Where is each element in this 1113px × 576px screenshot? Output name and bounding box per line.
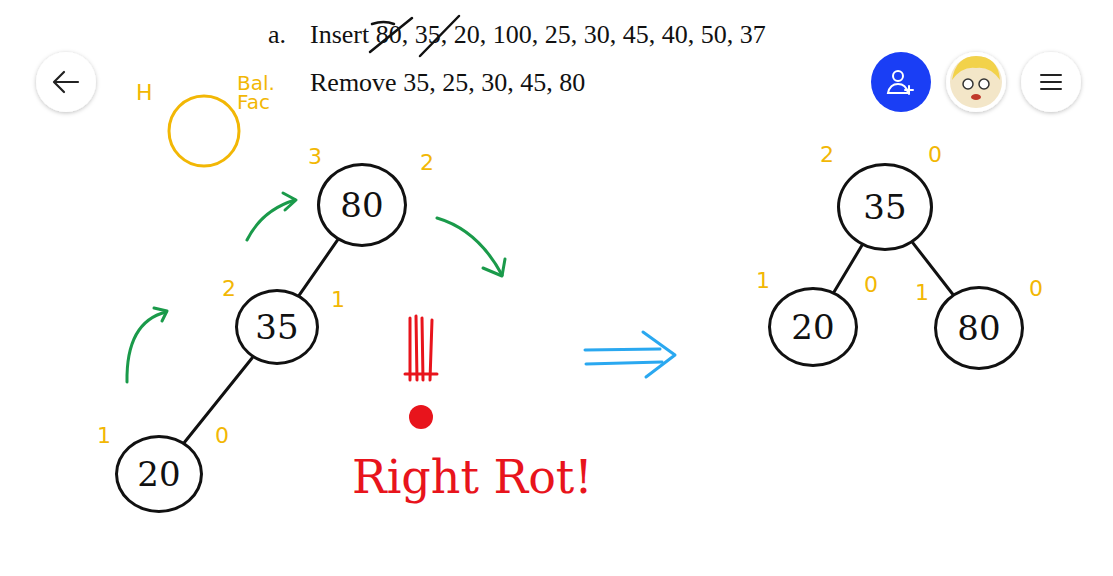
back-icon [54, 72, 78, 92]
node-value: 35 [863, 187, 906, 227]
avatar-mouth [971, 94, 981, 100]
tree-node: 80 [317, 163, 407, 247]
balance-number: 0 [215, 423, 229, 448]
share-icon [888, 84, 908, 93]
balance-number: 0 [1029, 276, 1043, 301]
balance-number: 1 [97, 423, 111, 448]
avatar-eye [963, 79, 973, 89]
exclamation-mark [430, 320, 432, 380]
balance-number: 0 [864, 272, 878, 297]
arrow-head [154, 308, 167, 321]
legend-circle [169, 96, 239, 166]
balance-number: 1 [331, 287, 345, 312]
avatar-hair [952, 56, 1000, 80]
balance-number: H [136, 80, 153, 105]
arrow-head [483, 259, 505, 276]
arrow-head [283, 193, 296, 210]
tree-edge [299, 240, 337, 295]
exercise-text: Remove 35, 25, 30, 45, 80 [310, 68, 585, 98]
balance-number: 2 [420, 150, 434, 175]
share-button [871, 52, 931, 112]
balance-number: 1 [915, 280, 929, 305]
arrow-head [643, 332, 675, 377]
exclamation-mark [409, 318, 412, 380]
annotation-note: Right Rot! [352, 450, 593, 504]
tree-edge [834, 246, 862, 292]
share-icon [905, 86, 913, 94]
exercise-text: a. [268, 20, 286, 50]
avatar [950, 56, 1002, 108]
tree-node: 35 [235, 289, 319, 365]
balance-number: Bal. Fac [237, 74, 285, 112]
node-value: 80 [340, 185, 383, 225]
menu-icon [1041, 75, 1061, 89]
balance-number: 2 [222, 276, 236, 301]
exclamation-dot [409, 405, 433, 429]
rotation-arrow [437, 218, 502, 275]
tree-node: 20 [768, 287, 858, 367]
implies-arrow [585, 349, 660, 350]
avatar-eye [979, 79, 989, 89]
back-button [36, 52, 96, 112]
share-icon [893, 71, 903, 81]
balance-number: 2 [820, 142, 834, 167]
balance-number: 0 [928, 142, 942, 167]
node-value: 35 [255, 307, 298, 347]
exclamation-mark [422, 318, 423, 380]
balance-number: 3 [308, 144, 322, 169]
node-value: 80 [957, 308, 1000, 348]
implies-arrow [586, 362, 662, 364]
node-value: 20 [137, 454, 180, 494]
exercise-text: Insert 80, 35, 20, 100, 25, 30, 45, 40, … [310, 20, 766, 50]
tree-node: 20 [115, 435, 203, 513]
node-value: 20 [791, 307, 834, 347]
exclamation-mark [405, 373, 437, 376]
balance-number: 1 [756, 268, 770, 293]
tree-node: 35 [837, 163, 933, 251]
menu-button [1021, 52, 1081, 112]
exclamation-mark [416, 316, 417, 380]
avatar-button [946, 52, 1006, 112]
rotation-arrow [127, 312, 166, 382]
tree-node: 80 [934, 286, 1024, 370]
